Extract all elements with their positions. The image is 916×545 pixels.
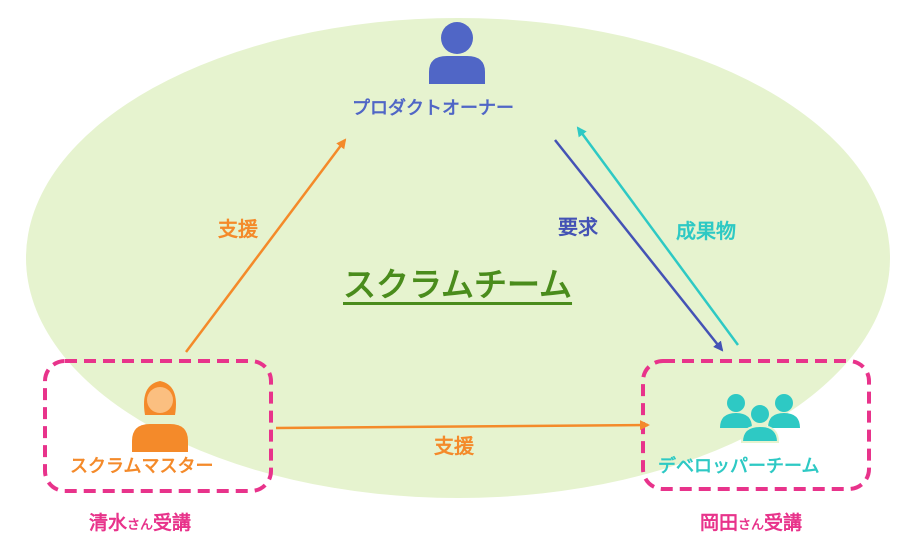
person-long-hair-icon	[132, 381, 188, 452]
trainee-right-honorific: さん	[738, 518, 765, 533]
request-edge-label: 要求	[558, 215, 598, 239]
arrow-po-to-dev	[554, 139, 724, 352]
scrum-master-label: スクラムマスター	[70, 456, 214, 477]
arrow-dev-to-po	[576, 126, 740, 346]
product-owner-label: プロダクトオーナー	[352, 98, 514, 119]
deliverable-edge-label: 成果物	[676, 219, 736, 243]
trainee-left-name: 清水	[89, 512, 128, 534]
arrow-sm-to-dev	[275, 420, 650, 431]
arrow-sm-to-po	[185, 138, 347, 353]
scrum-team-title: スクラムチーム	[343, 265, 573, 304]
support-edge-label: 支援	[218, 217, 258, 241]
scrum-master-highlight	[43, 359, 273, 493]
dev-team-label: デベロッパーチーム	[658, 456, 820, 477]
trainee-left: 清水さん受講	[89, 508, 191, 535]
trainee-right-action: 受講	[764, 512, 803, 534]
trainee-left-honorific: さん	[127, 518, 154, 533]
trainee-right: 岡田さん受講	[700, 508, 802, 535]
person-icon	[429, 22, 485, 84]
trainee-left-action: 受講	[153, 512, 192, 534]
team-background	[26, 18, 890, 498]
group-icon	[720, 394, 800, 443]
trainee-right-name: 岡田	[700, 512, 739, 534]
support-edge-label-bottom: 支援	[434, 434, 474, 458]
